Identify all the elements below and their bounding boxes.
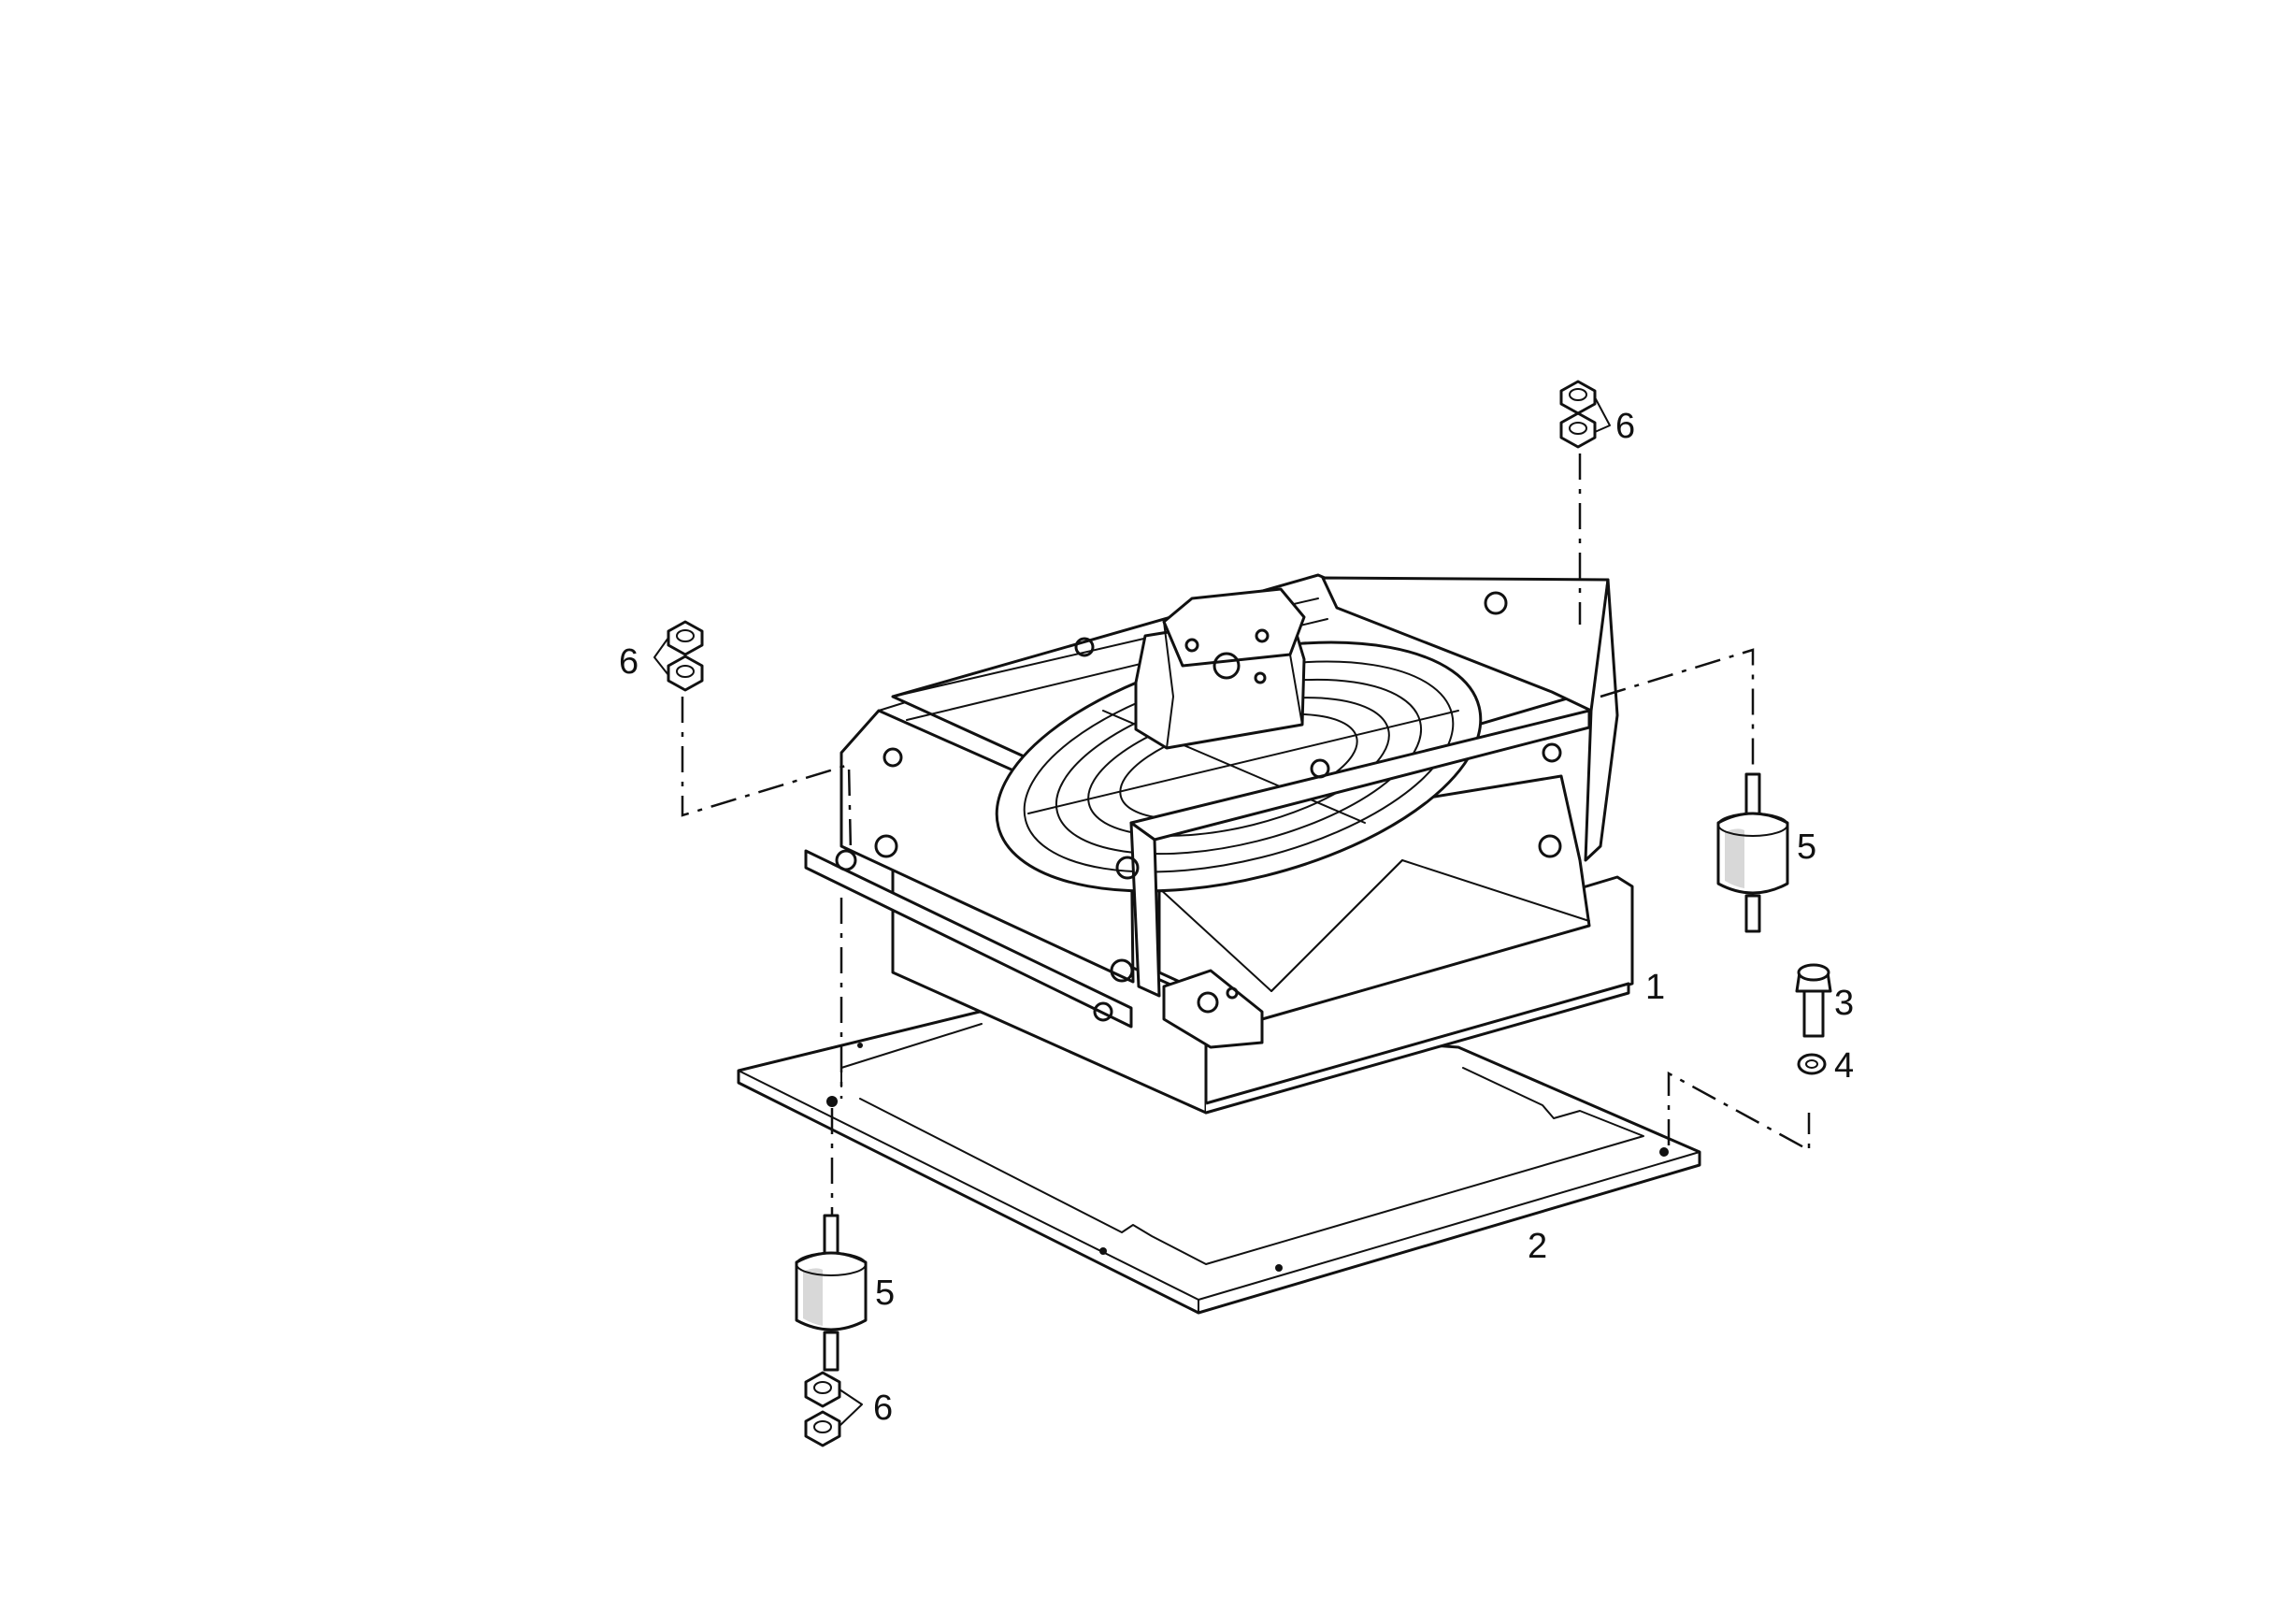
screw-icon	[1795, 963, 1832, 1038]
assembly-lines	[681, 453, 1811, 1220]
washer-icon	[1797, 1053, 1827, 1075]
callout-base-plate: 2	[1528, 1227, 1547, 1266]
callout-fan-unit: 1	[1645, 968, 1665, 1007]
rubber-mount-right-icon	[1716, 772, 1789, 933]
callout-washer: 4	[1834, 1046, 1854, 1086]
callout-mount-left: 5	[875, 1274, 895, 1313]
rubber-mount-left-icon	[795, 1214, 868, 1372]
callout-nuts-bottom: 6	[873, 1389, 893, 1428]
hex-nuts-top-left-icon	[653, 620, 704, 692]
hex-nuts-top-right-icon	[1559, 380, 1611, 449]
callout-nuts-top-left: 6	[619, 642, 639, 682]
hex-nuts-bottom-icon	[804, 1371, 863, 1447]
fan-cooler-assembly-icon	[804, 573, 1634, 1115]
callout-screw: 3	[1834, 984, 1854, 1023]
callout-nuts-top-right: 6	[1615, 407, 1635, 446]
callout-mount-right: 5	[1797, 828, 1816, 867]
